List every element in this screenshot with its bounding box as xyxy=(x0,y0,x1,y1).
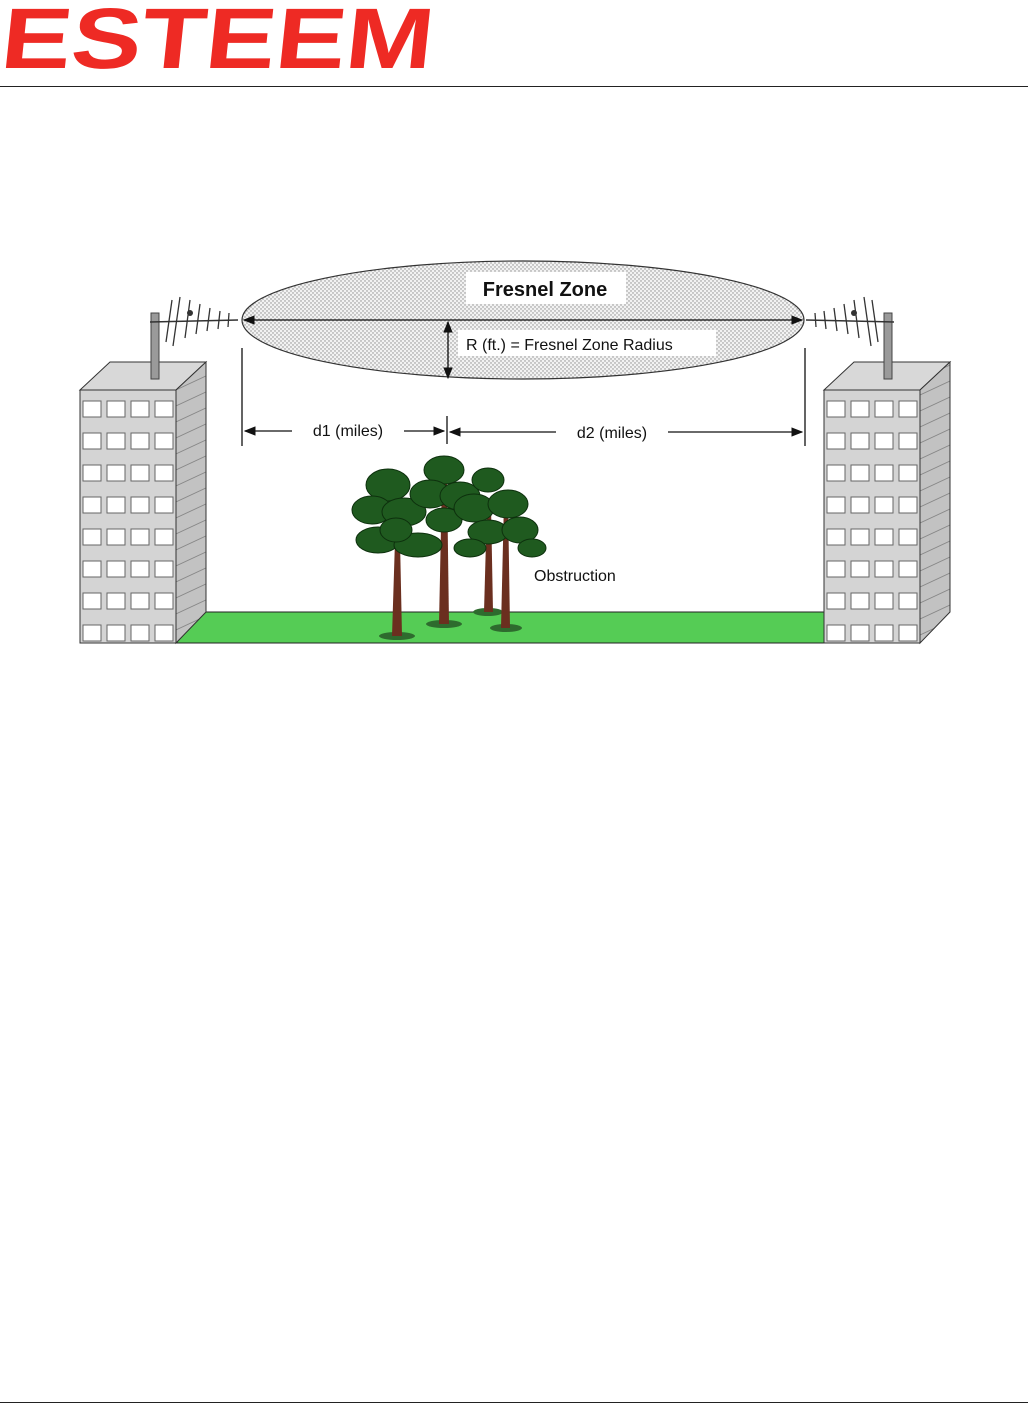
fresnel-zone-label: Fresnel Zone xyxy=(483,279,607,301)
fresnel-zone-diagram: Fresnel Zone R (ft.) = Fresnel Zone Radi… xyxy=(0,0,1028,700)
left-building xyxy=(80,362,206,643)
footer-divider xyxy=(0,1402,1028,1403)
d2-label: d2 (miles) xyxy=(577,425,647,442)
right-building xyxy=(824,362,950,643)
obstruction-label: Obstruction xyxy=(534,568,616,585)
d1-label: d1 (miles) xyxy=(313,423,383,440)
radius-label: R (ft.) = Fresnel Zone Radius xyxy=(466,337,673,354)
